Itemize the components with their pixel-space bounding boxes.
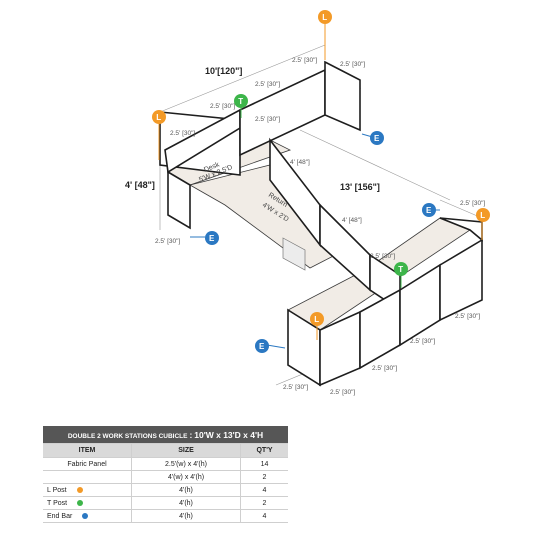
- dim-panel-bottom-2: 2.5' [30"]: [410, 338, 435, 345]
- table-header-row: ITEM SIZE QT'Y: [43, 443, 288, 458]
- svg-text:E: E: [259, 342, 265, 351]
- end-bar-badge: E: [422, 203, 436, 217]
- header-qty: QT'Y: [240, 443, 288, 458]
- l-post-dot-icon: [76, 486, 83, 493]
- svg-text:E: E: [426, 206, 432, 215]
- row-item: L Post: [47, 486, 67, 494]
- dim-panel-bottom-4: 2.5' [30"]: [283, 384, 308, 391]
- row-item: End Bar: [47, 512, 73, 520]
- panels-lower: [287, 217, 483, 387]
- dim-panel-mid-1: 2.5' [30"]: [255, 116, 280, 123]
- dim-panel-bottom-3: 2.5' [30"]: [372, 365, 397, 372]
- dim-panel-4-a: 4' [48"]: [290, 159, 310, 166]
- end-bar-badge: E: [370, 131, 384, 145]
- pedestal: [282, 237, 306, 271]
- l-post-badge: L: [476, 208, 490, 222]
- end-bar-badge: E: [255, 339, 269, 353]
- dim-panel-bottom-5: 2.5' [30"]: [330, 389, 355, 396]
- row-item: [43, 470, 132, 484]
- row-item-cell: T Post: [43, 496, 132, 510]
- panels-middle: [269, 137, 401, 312]
- dim-panel-top-1: 2.5' [30"]: [292, 57, 317, 64]
- l-post-leaders: [158, 24, 483, 340]
- row-qty: 14: [240, 457, 288, 471]
- end-bar-badge: E: [205, 231, 219, 245]
- svg-text:E: E: [374, 134, 380, 143]
- row-qty: 2: [240, 470, 288, 484]
- svg-text:L: L: [156, 113, 161, 122]
- table-row: Fabric Panel 2.5'(w) x 4'(h) 14: [43, 457, 288, 471]
- l-post-badge: L: [310, 312, 324, 326]
- header-item: ITEM: [43, 443, 132, 458]
- row-item: T Post: [47, 499, 68, 507]
- svg-text:T: T: [398, 265, 403, 274]
- svg-text:L: L: [480, 211, 485, 220]
- dim-overall-depth: 13' [156"]: [340, 182, 380, 192]
- t-post-badge: T: [394, 262, 408, 276]
- t-post-badge: T: [234, 94, 248, 108]
- end-bar-dot-icon: [82, 512, 89, 519]
- dim-panel-right-1: 2.5' [30"]: [460, 200, 485, 207]
- row-qty: 4: [240, 483, 288, 497]
- row-size: 4'(h): [131, 483, 241, 497]
- dim-panel-top-4: 2.5' [30"]: [210, 103, 235, 110]
- dim-panel-top-3: 2.5' [30"]: [255, 81, 280, 88]
- dim-height: 4' [48"]: [125, 180, 155, 190]
- table-row: 4'(w) x 4'(h) 2: [43, 470, 288, 484]
- table-row: End Bar 4'(h) 4: [43, 509, 288, 523]
- table-row: T Post 4'(h) 2: [43, 496, 288, 510]
- row-size: 2.5'(w) x 4'(h): [131, 457, 241, 471]
- panels-upper: [159, 60, 361, 230]
- row-item-cell: L Post: [43, 483, 132, 497]
- header-size: SIZE: [131, 443, 241, 458]
- table-title-size: 10'W x 13'D x 4'H: [194, 429, 264, 440]
- row-size: 4'(h): [131, 509, 241, 523]
- svg-text:E: E: [209, 234, 215, 243]
- dim-panel-4-b: 4' [48"]: [342, 217, 362, 224]
- dim-panel-left: 2.5' [30"]: [155, 238, 180, 245]
- row-size: 4'(h): [131, 496, 241, 510]
- dim-panel-mid-2: 2.5' [30"]: [370, 253, 395, 260]
- row-size: 4'(w) x 4'(h): [131, 470, 241, 484]
- table-title: DOUBLE 2 WORK STATIONS CUBICLE: [67, 432, 188, 440]
- dim-panel-top-2: 2.5' [30"]: [340, 61, 365, 68]
- svg-text:L: L: [322, 13, 327, 22]
- dim-overall-width: 10'[120"]: [205, 66, 242, 76]
- t-post-leaders: [240, 108, 402, 288]
- row-item-cell: End Bar: [43, 509, 132, 523]
- row-qty: 2: [240, 496, 288, 510]
- table-title-row: DOUBLE 2 WORK STATIONS CUBICLE : 10'W x …: [43, 426, 288, 444]
- t-post-dot-icon: [77, 499, 84, 506]
- svg-text:T: T: [238, 97, 243, 106]
- row-item: Fabric Panel: [43, 457, 132, 471]
- table-title-separator: :: [189, 429, 193, 440]
- l-post-badge: L: [318, 10, 332, 24]
- row-qty: 4: [240, 509, 288, 523]
- dim-panel-bottom-1: 2.5' [30"]: [455, 313, 480, 320]
- l-post-badge: L: [152, 110, 166, 124]
- dim-panel-top-5: 2.5' [30"]: [170, 130, 195, 137]
- cubicle-diagram: 10'[120"] 13' [156"] 4' [48"] 2.5' [30"]…: [125, 10, 490, 396]
- spec-table: DOUBLE 2 WORK STATIONS CUBICLE : 10'W x …: [43, 426, 288, 523]
- svg-text:L: L: [314, 315, 319, 324]
- table-row: L Post 4'(h) 4: [43, 483, 288, 497]
